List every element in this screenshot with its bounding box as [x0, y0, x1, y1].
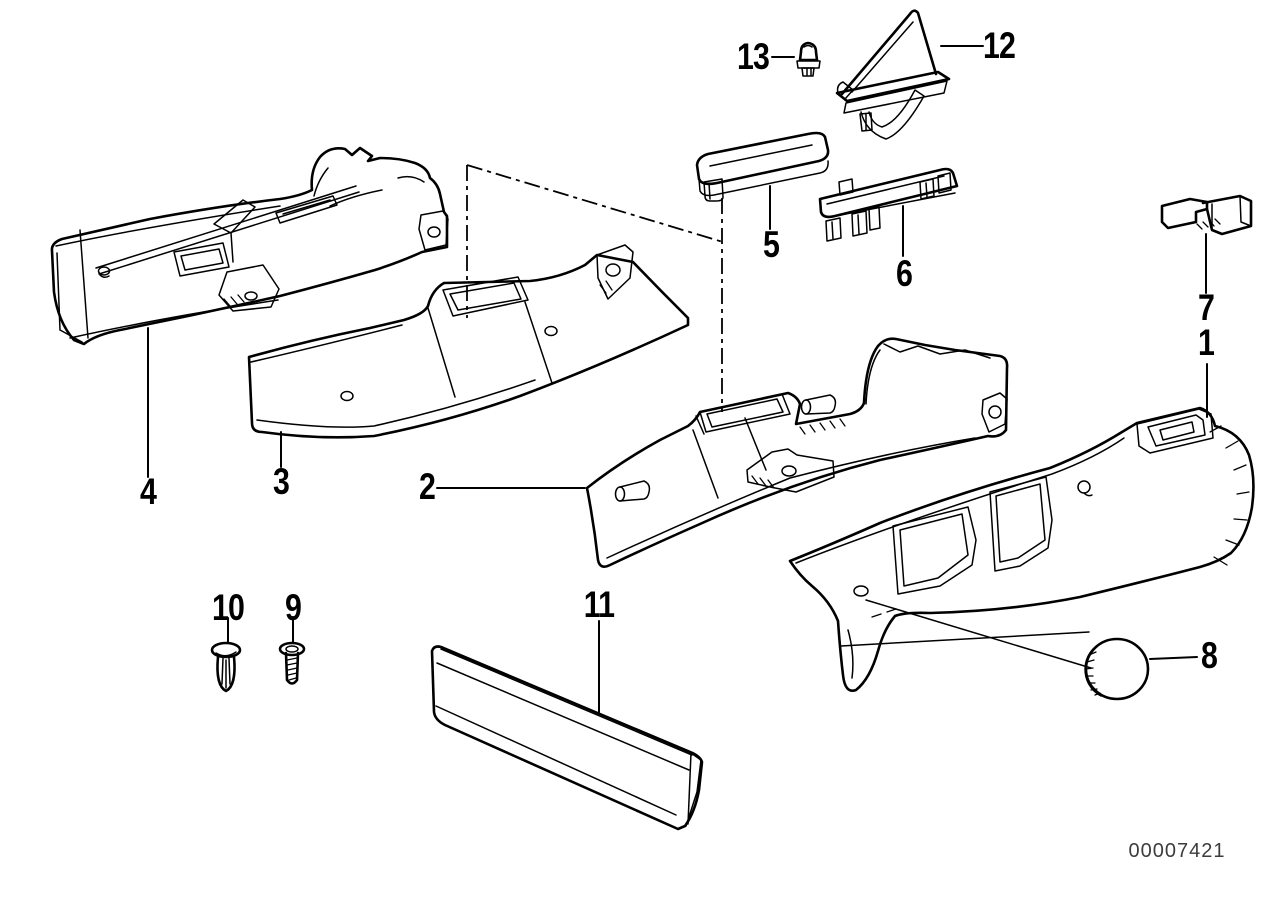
part-1-label: 1	[1197, 322, 1215, 363]
part-13-label: 13	[736, 36, 770, 77]
part-4-drawing-left-seat-trim	[50, 146, 449, 346]
part-7-label: 7	[1197, 287, 1215, 328]
part-12-drawing-triangle-trim	[835, 9, 951, 140]
part-11-drawing-covering-strip	[430, 645, 704, 831]
part-7-drawing-clamp	[1160, 194, 1253, 236]
part-5-drawing-cover-lid	[695, 131, 830, 202]
part-2-drawing-lower-trim-middle	[585, 337, 1009, 568]
part-10-label: 10	[211, 587, 245, 628]
leader-lines	[147, 45, 1208, 713]
part-4-label: 4	[139, 471, 157, 512]
part-5-label: 5	[762, 224, 780, 265]
part-13-drawing-cap-button	[796, 41, 821, 77]
alignment-dashdot-lines	[466, 164, 724, 412]
part-8-drawing-knob	[840, 599, 1150, 701]
part-9-drawing-screw	[278, 641, 306, 685]
part-6-drawing-covering-cap	[818, 167, 959, 242]
part-3-label: 3	[272, 461, 290, 502]
part-3-drawing-lower-trim-left	[247, 244, 690, 439]
part-11-label: 11	[583, 584, 615, 625]
part-6-label: 6	[895, 253, 913, 294]
part-1-drawing-right-seat-trim	[788, 406, 1255, 692]
leader-line-8	[1149, 656, 1198, 660]
document-number: 00007421	[1128, 840, 1226, 862]
part-10-drawing-expanding-rivet	[210, 641, 242, 693]
part-9-label: 9	[284, 587, 302, 628]
part-12-label: 12	[982, 25, 1016, 66]
part-8-label: 8	[1200, 635, 1218, 676]
part-2-label: 2	[418, 466, 436, 507]
